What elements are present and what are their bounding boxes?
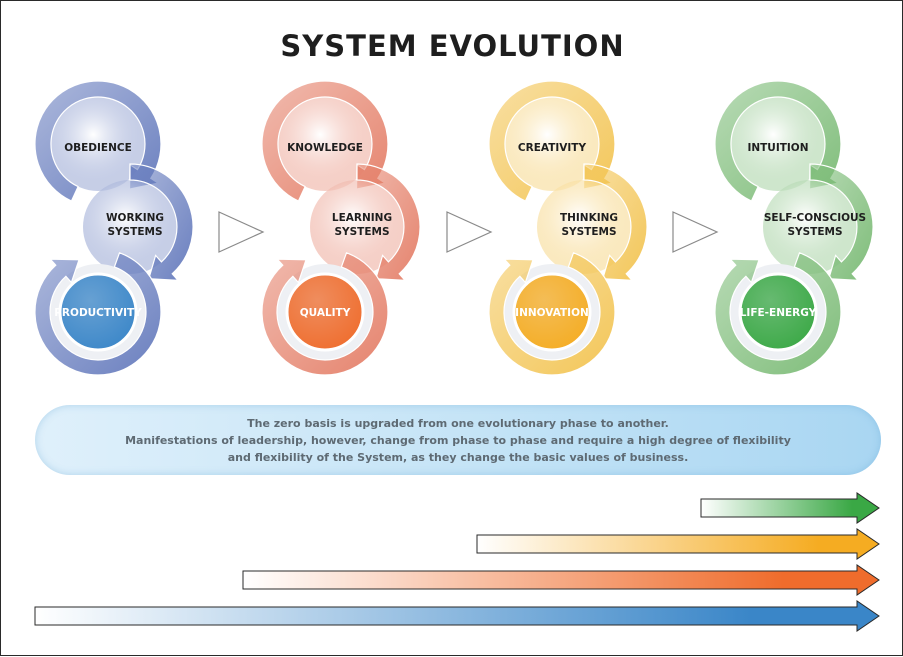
cycle-disc — [505, 97, 599, 191]
phase-system-label: LEARNING — [332, 212, 392, 224]
phase-top-label: CREATIVITY — [518, 142, 587, 154]
cycle-arrow — [34, 252, 162, 376]
phase-system-label: SYSTEMS — [107, 226, 162, 238]
cycle-disc — [731, 97, 825, 191]
cycle-arrow — [356, 163, 421, 282]
cycle-arrow — [714, 252, 842, 376]
phase-core-label: PRODUCTIVITY — [54, 307, 142, 319]
phase-system-label: THINKING — [560, 212, 618, 224]
phase-core-label: QUALITY — [300, 307, 351, 319]
phase-top-label: OBEDIENCE — [64, 142, 132, 154]
cycle-arrow — [129, 163, 194, 282]
cycle-arrow — [583, 163, 648, 282]
cycle-disc — [51, 97, 145, 191]
phase-timeline-arrow — [476, 528, 880, 560]
phase-top-label: KNOWLEDGE — [287, 142, 363, 154]
phase-system-label: SYSTEMS — [561, 226, 616, 238]
cycle-disc — [278, 97, 372, 191]
phase-cycle: OBEDIENCE WORKING SYSTEMS PRODUCTIVITY — [34, 80, 194, 376]
phase-system-label: SYSTEMS — [334, 226, 389, 238]
core-value-disc — [58, 272, 138, 352]
phase-core-label: INNOVATION — [515, 307, 589, 319]
core-value-disc — [512, 272, 592, 352]
phase-timeline-arrow — [34, 600, 880, 632]
phase-cycle: INTUITION SELF-CONSCIOUS SYSTEMS LIFE-ENERG… — [714, 80, 874, 376]
cycle-arrow — [488, 252, 616, 376]
page-title: SYSTEM EVOLUTION — [280, 29, 625, 63]
cycle-arrow — [809, 163, 874, 282]
core-value-disc — [285, 272, 365, 352]
phase-cycle: KNOWLEDGE LEARNING SYSTEMS QUALITY — [261, 80, 421, 376]
summary-line-2: Manifestations of leadership, however, c… — [125, 433, 791, 447]
phase-transition-chevron — [218, 211, 265, 253]
phase-timeline-arrow — [242, 564, 880, 596]
phase-core-label: LIFE-ENERGY — [740, 307, 817, 319]
phase-timeline-arrow — [700, 492, 880, 524]
phase-system-label: SYSTEMS — [787, 226, 842, 238]
phase-cycle: CREATIVITY THINKING SYSTEMS INNOVATION — [488, 80, 648, 376]
phase-transition-chevron — [446, 211, 493, 253]
cycle-arrow — [261, 252, 389, 376]
phase-transition-chevron — [672, 211, 719, 253]
summary-line-1: The zero basis is upgraded from one evol… — [247, 416, 669, 430]
phase-system-label: WORKING — [106, 212, 164, 224]
cycle-disc — [537, 180, 631, 274]
core-value-disc — [738, 272, 818, 352]
summary-line-3: and flexibility of the System, as they c… — [227, 450, 689, 464]
phase-system-label: SELF-CONSCIOUS — [764, 212, 866, 224]
summary-note: The zero basis is upgraded from one evol… — [35, 405, 881, 475]
cycle-disc — [83, 180, 177, 274]
cycle-disc — [763, 180, 857, 274]
cycle-disc — [310, 180, 404, 274]
phase-top-label: INTUITION — [747, 142, 808, 154]
